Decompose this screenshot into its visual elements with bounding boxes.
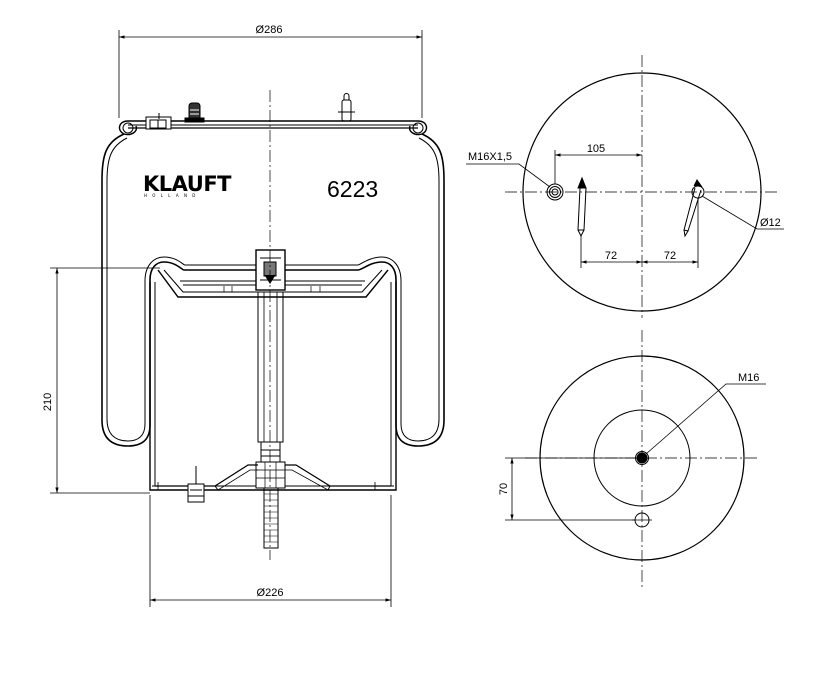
- base-plate: [155, 464, 391, 503]
- dim-70-label: 70: [498, 483, 510, 495]
- brand-logo-sub: HOLLAND: [144, 193, 201, 198]
- dim-105-label: 105: [587, 143, 605, 155]
- thread-top-label: M16X1,5: [468, 151, 512, 163]
- dim-210: [50, 267, 160, 494]
- bottom-center-bolt: [636, 452, 648, 464]
- thread-bottom-label: M16: [738, 372, 759, 384]
- dim-226: [149, 495, 392, 607]
- side-view: [50, 30, 445, 607]
- piston-rod: [255, 249, 286, 549]
- dim-top-diameter-label: Ø286: [256, 24, 283, 36]
- hole-diameter-label: Ø12: [760, 217, 781, 229]
- top-fitting-left: [577, 176, 587, 238]
- top-stud: [338, 93, 355, 122]
- bottom-view: [505, 330, 766, 590]
- part-number: 6223: [327, 176, 378, 202]
- dim-bottom-diameter-label: Ø226: [257, 587, 284, 599]
- dim-72-right-label: 72: [664, 250, 676, 262]
- dim-height-label: 210: [42, 393, 54, 411]
- dim-72-left-label: 72: [605, 250, 617, 262]
- top-hole-right: [683, 179, 705, 238]
- air-fitting: [184, 102, 205, 123]
- top-view: [466, 55, 784, 318]
- top-nut: [145, 113, 172, 130]
- piston-outline: [149, 282, 397, 491]
- brand-logo: KLAUFT: [143, 172, 232, 196]
- dim-286: [118, 30, 423, 118]
